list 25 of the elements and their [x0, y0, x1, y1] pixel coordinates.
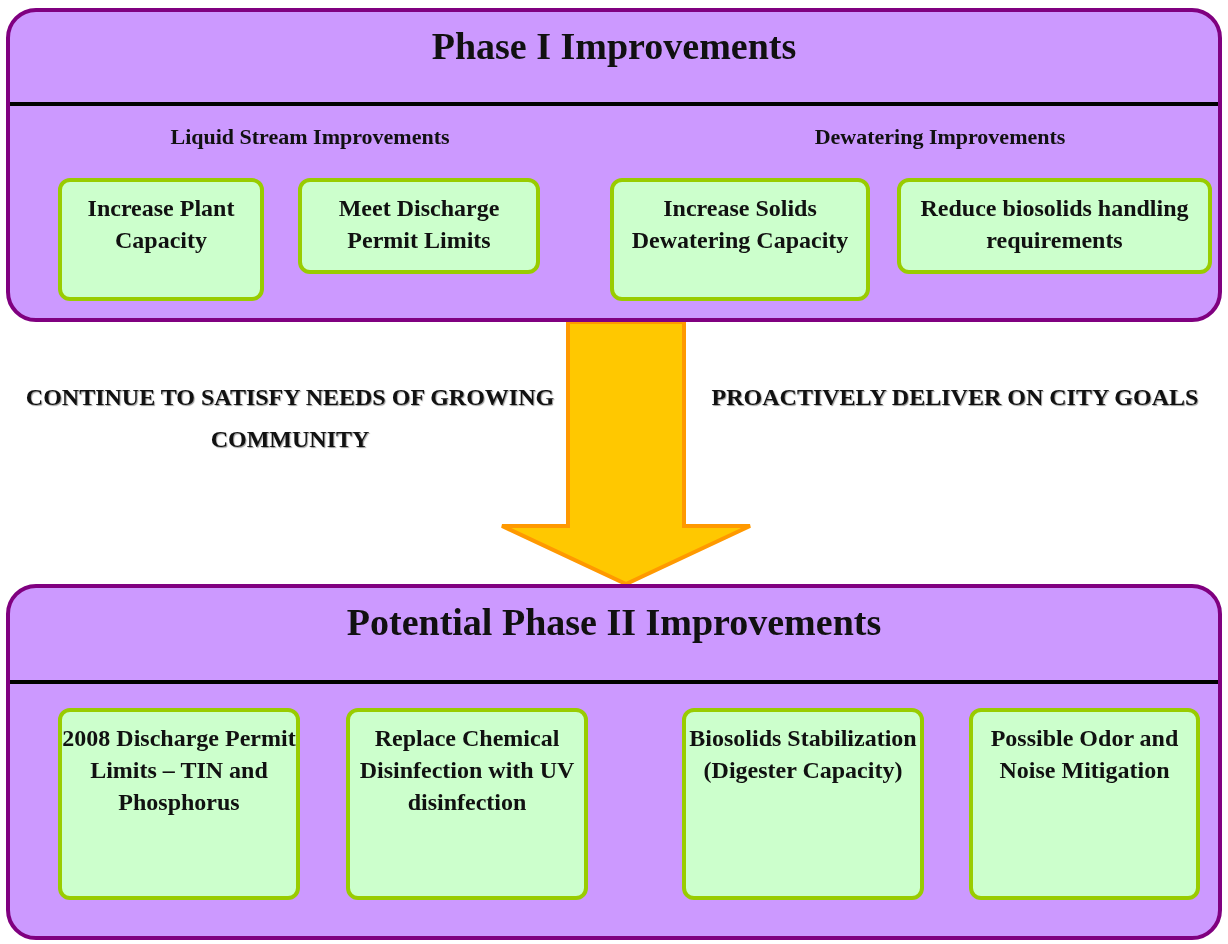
goal-label: PROACTIVELY DELIVER ON CITY GOALS: [710, 383, 1200, 412]
phase-panel: [6, 8, 1222, 322]
box-text: Possible Odor and Noise Mitigation: [989, 724, 1180, 785]
section-heading: Dewatering Improvements: [813, 124, 1067, 150]
box-text: Replace Chemical Disinfection with UV disinfection: [358, 724, 576, 817]
improvement-box: [610, 178, 870, 301]
box-text: Increase Solids Dewatering Capacity: [630, 194, 850, 255]
improvement-box: [58, 708, 300, 900]
block-arrow: [500, 320, 752, 587]
improvement-box: [298, 178, 540, 274]
box-text: 2008 Discharge Permit Limits – TIN and Phosphorus: [62, 724, 296, 817]
box-text: Reduce biosolids handling requirements: [919, 194, 1190, 255]
section-heading: Liquid Stream Improvements: [169, 124, 451, 150]
box-text: Increase Plant Capacity: [86, 194, 236, 255]
improvement-box: [346, 708, 588, 900]
panel-title: Phase I Improvements: [430, 24, 798, 68]
improvement-box: [969, 708, 1200, 900]
panel-title: Potential Phase II Improvements: [345, 600, 883, 644]
box-text: Biosolids Stabilization (Digester Capacity): [688, 724, 918, 785]
improvement-box: [897, 178, 1212, 274]
box-text: Meet Discharge Permit Limits: [337, 194, 501, 255]
improvement-box: [58, 178, 264, 301]
goal-label: CONTINUE TO SATISFY NEEDS OF GROWING COMMUNITY: [24, 383, 556, 454]
improvement-box: [682, 708, 924, 900]
phase-panel: [6, 584, 1222, 940]
